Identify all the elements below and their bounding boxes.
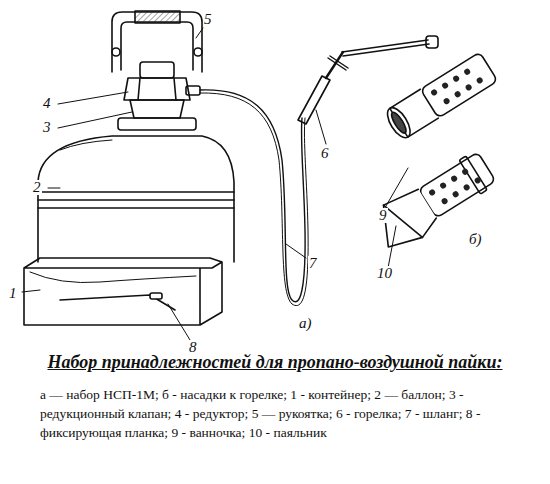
torch-nozzle <box>426 36 438 48</box>
tip-bath <box>383 52 498 141</box>
hose-fitting <box>186 86 200 95</box>
callout-number: 3 <box>42 120 52 135</box>
torch-tube <box>342 40 429 56</box>
torch-handle <box>298 76 330 124</box>
handle-grip <box>135 11 180 23</box>
hose-edge <box>200 93 308 306</box>
view-letter: а) <box>298 316 313 331</box>
cylinder-band <box>38 192 234 208</box>
callout-number: 4 <box>42 96 52 111</box>
callout-number: 1 <box>8 286 18 301</box>
callout-number: 10 <box>376 266 393 281</box>
callout-number: 5 <box>203 12 213 27</box>
view-letter: б) <box>468 232 483 247</box>
torch-valve <box>328 56 348 70</box>
figure-title: Набор принадлежностей для пропано-воздуш… <box>4 352 546 373</box>
callout-number: 2 <box>32 180 42 195</box>
callout-number: 7 <box>308 256 318 271</box>
reducer-cap <box>140 62 174 78</box>
container <box>24 258 222 325</box>
leader-lines <box>22 28 408 340</box>
reducer <box>124 78 190 100</box>
callout-number: 9 <box>378 208 388 223</box>
hose <box>200 90 305 302</box>
reduction-valve <box>130 100 184 118</box>
figure-caption: а — набор НСП-1М; б - насадки к горелке;… <box>40 386 510 443</box>
gas-cylinder <box>38 136 234 262</box>
handle <box>112 12 202 72</box>
cylinder-collar <box>118 118 196 130</box>
callout-number: 6 <box>320 146 330 161</box>
tip-soldering-iron <box>368 148 500 255</box>
